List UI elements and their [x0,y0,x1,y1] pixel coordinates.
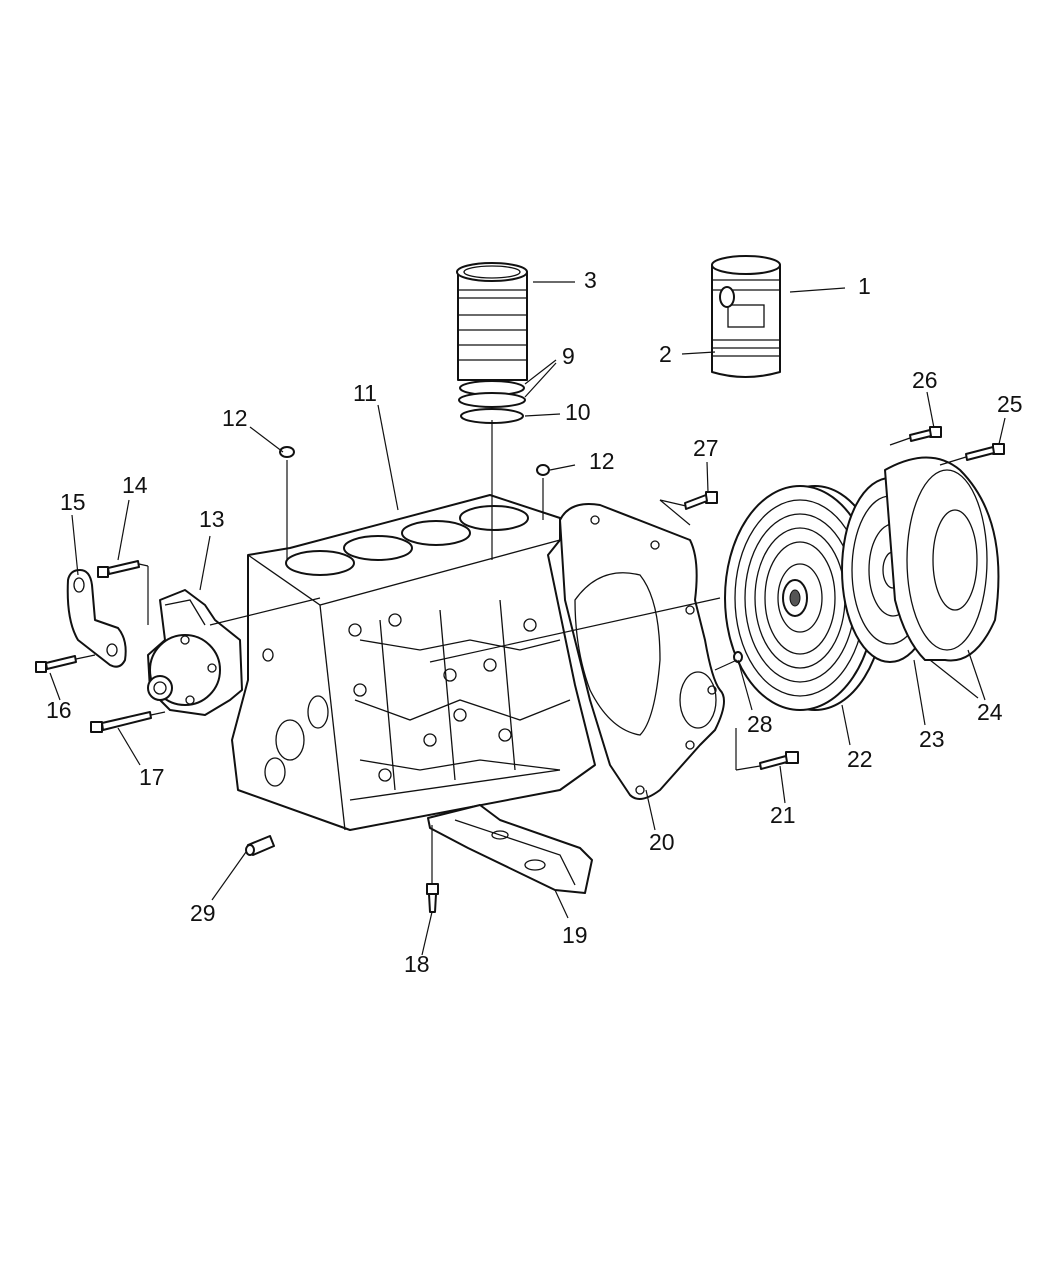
callout-9: 9 [562,343,575,369]
callout-22: 22 [847,746,873,772]
callout-1: 1 [858,273,871,299]
callout-28: 28 [747,711,773,737]
flywheel-part[interactable] [724,485,886,711]
callout-21: 21 [770,802,796,828]
dowel-part-29[interactable] [245,835,275,856]
engine-block-part[interactable] [231,494,596,831]
bolt-part-26[interactable] [909,426,942,442]
callout-17: 17 [139,764,165,790]
bolt-part-27[interactable] [684,491,718,510]
bolt-part-21[interactable] [759,751,799,770]
callout-20: 20 [649,829,675,855]
cylinder-liner-part[interactable] [456,262,528,381]
bolt-part-17[interactable] [90,711,152,733]
callout-14: 14 [122,472,148,498]
callout-16: 16 [46,697,72,723]
sump-bracket-part[interactable] [427,804,593,894]
callout-12-right: 12 [589,448,615,474]
water-pump-part[interactable] [147,589,243,716]
callout-11: 11 [353,380,377,406]
callout-leaders [49,281,1006,956]
o-rings-part[interactable] [458,380,526,424]
bracket-part[interactable] [66,569,127,668]
callout-23: 23 [919,726,945,752]
callout-27: 27 [693,435,719,461]
callout-12-left: 12 [222,405,248,431]
bolt-part-16[interactable] [35,655,77,673]
callout-3: 3 [584,267,597,293]
bolt-part-18[interactable] [426,883,439,913]
callout-10: 10 [565,399,591,425]
callout-13: 13 [199,506,225,532]
callout-29: 29 [190,900,216,926]
callout-2: 2 [659,341,672,367]
callout-25: 25 [997,391,1023,417]
callout-24: 24 [977,699,1003,725]
assembly-lines [75,420,967,884]
adapter-plate-part[interactable] [559,503,725,800]
callout-18: 18 [404,951,430,977]
callout-15: 15 [60,489,86,515]
piston-part[interactable] [711,255,781,378]
callout-19: 19 [562,922,588,948]
callout-labels: 1 2 3 9 10 11 12 12 13 14 15 16 17 18 19… [46,267,1023,977]
pressure-plate-part[interactable] [884,456,1000,662]
bolt-part-14[interactable] [97,560,140,578]
bolt-part-25[interactable] [965,443,1005,461]
plug-part[interactable] [279,446,550,476]
callout-26: 26 [912,367,938,393]
